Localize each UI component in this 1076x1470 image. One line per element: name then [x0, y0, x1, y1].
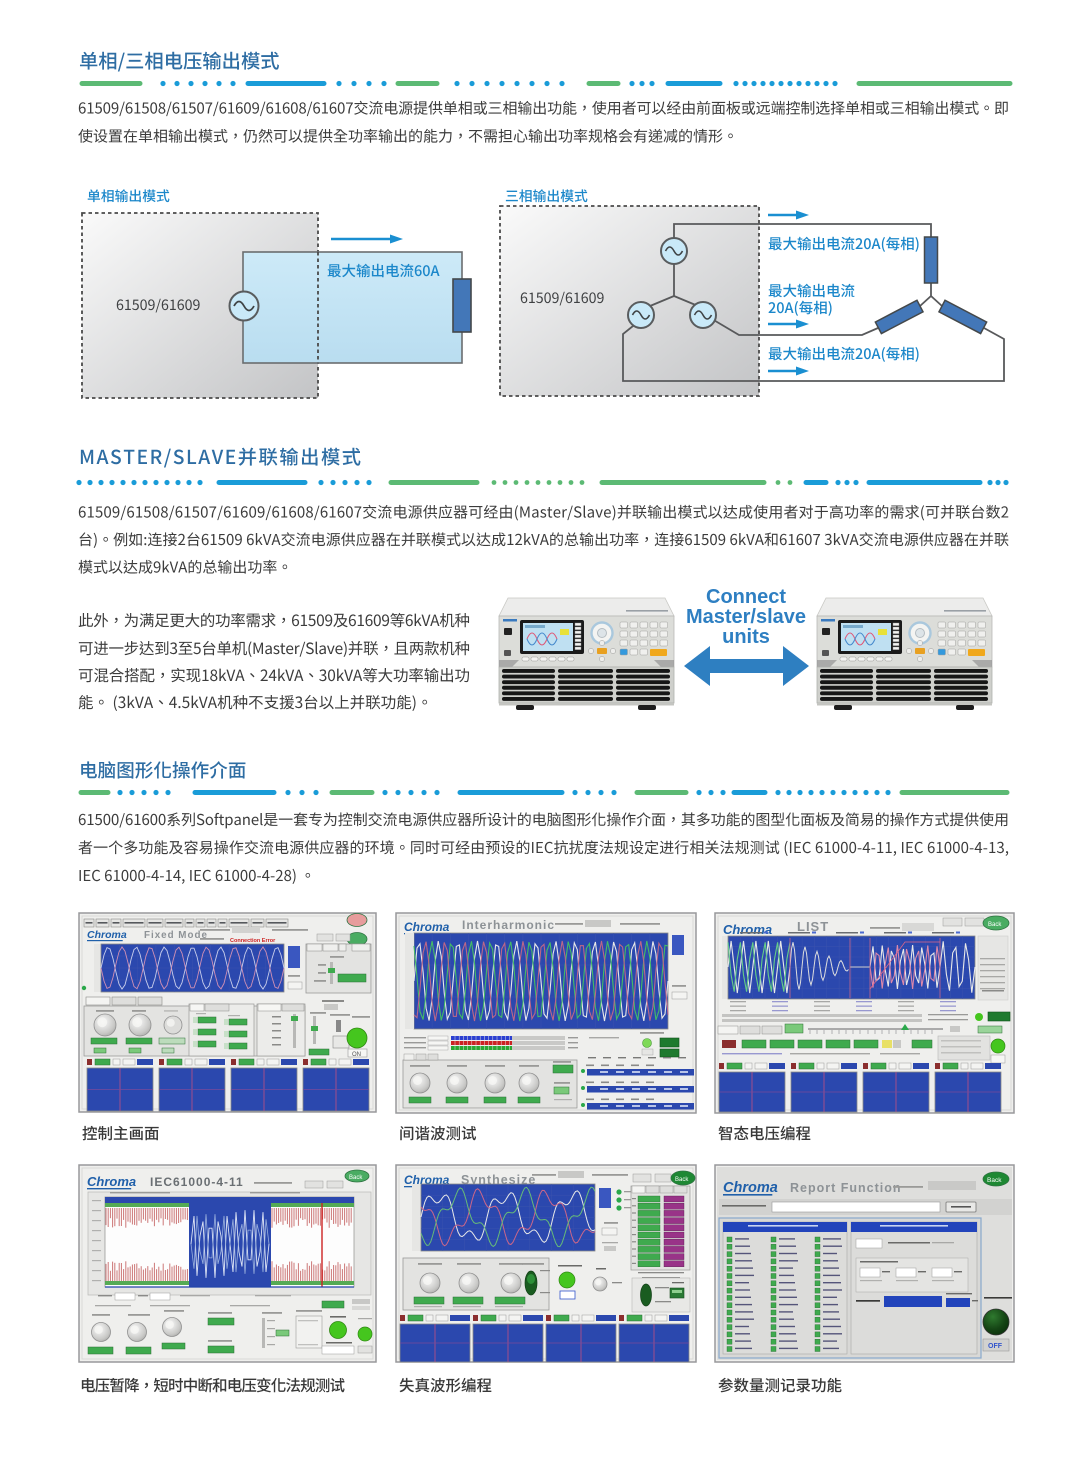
svg-text:Connect: Connect: [706, 586, 786, 608]
svg-text:Back: Back: [988, 922, 1002, 928]
svg-text:Chroma: Chroma: [87, 1174, 136, 1189]
svg-text:Chroma: Chroma: [404, 1173, 450, 1187]
svg-text:LIST: LIST: [797, 919, 829, 934]
svg-text:Chroma: Chroma: [723, 1180, 778, 1196]
svg-text:Back: Back: [675, 1177, 689, 1183]
svg-text:Chroma: Chroma: [404, 920, 450, 934]
svg-text:Connection Error: Connection Error: [230, 938, 276, 944]
svg-text:Chroma: Chroma: [87, 929, 127, 941]
svg-text:Master/slave: Master/slave: [686, 606, 806, 628]
svg-text:Back: Back: [987, 1177, 1002, 1184]
svg-text:Fixed Mode: Fixed Mode: [144, 930, 208, 941]
svg-text:Report Function: Report Function: [790, 1181, 902, 1195]
svg-text:Chroma: Chroma: [723, 922, 772, 937]
svg-text:units: units: [722, 626, 770, 648]
svg-text:Back: Back: [349, 1175, 363, 1181]
svg-text:ON: ON: [352, 1052, 361, 1058]
svg-text:IEC61000-4-11: IEC61000-4-11: [150, 1175, 244, 1189]
svg-text:Interharmonic: Interharmonic: [462, 918, 555, 932]
svg-text:Synthesize: Synthesize: [461, 1173, 536, 1187]
svg-text:OFF: OFF: [988, 1343, 1003, 1350]
